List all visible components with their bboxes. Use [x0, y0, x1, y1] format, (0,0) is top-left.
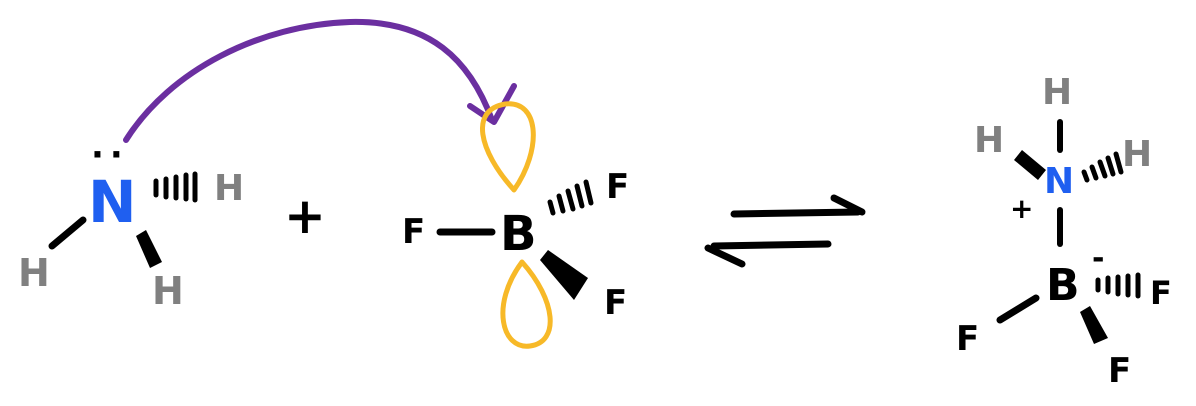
ammonia-molecule: N ·· H H H	[18, 135, 244, 313]
ammonia-hashed-bond	[153, 171, 198, 203]
product-nitrogen-charge: +	[1010, 192, 1033, 225]
product-hashed-bond-nh	[1081, 151, 1124, 183]
ammonia-h-wedge: H	[152, 269, 184, 313]
product-f-right: F	[1150, 274, 1172, 312]
product-wedge-bond-bf	[1080, 306, 1108, 344]
ammonia-plain-bond	[48, 216, 87, 250]
bf3-hashed-bond	[547, 179, 594, 216]
product-nitrogen-label: N	[1044, 161, 1074, 202]
ammonia-lone-pair: ··	[91, 135, 129, 175]
bf3-molecule: B F F F	[402, 101, 629, 349]
plus-sign: +	[284, 187, 326, 245]
bf3-f-hashed: F	[606, 167, 629, 207]
ammonia-h-hashed: H	[214, 168, 244, 209]
product-f-left: F	[956, 319, 979, 359]
product-boron-charge: -	[1092, 241, 1104, 276]
product-boron-label: B	[1046, 260, 1080, 311]
product-h-left: H	[974, 120, 1004, 161]
product-plain-bond-bf	[996, 294, 1040, 324]
product-hashed-bond-bf	[1095, 272, 1141, 299]
bf3-f-left: F	[402, 212, 425, 252]
ammonia-nitrogen-label: N	[88, 168, 137, 236]
p-orbital-top-lobe	[480, 101, 536, 193]
bf3-boron-label: B	[500, 206, 537, 262]
ammonia-h-plain: H	[18, 251, 50, 295]
curved-electron-arrow	[123, 18, 517, 143]
bf3-f-wedge: F	[604, 283, 627, 323]
ammonia-wedge-bond	[136, 230, 162, 268]
bf3-wedge-bond	[540, 250, 588, 300]
product-adduct: H H N H + B - F F F	[956, 72, 1172, 391]
product-wedge-bond-nh	[1014, 150, 1046, 180]
product-h-top: H	[1042, 72, 1072, 113]
equilibrium-arrows-icon	[704, 194, 866, 268]
product-h-right: H	[1122, 134, 1152, 175]
product-f-bottom: F	[1108, 351, 1131, 391]
p-orbital-bottom-lobe	[500, 259, 553, 349]
